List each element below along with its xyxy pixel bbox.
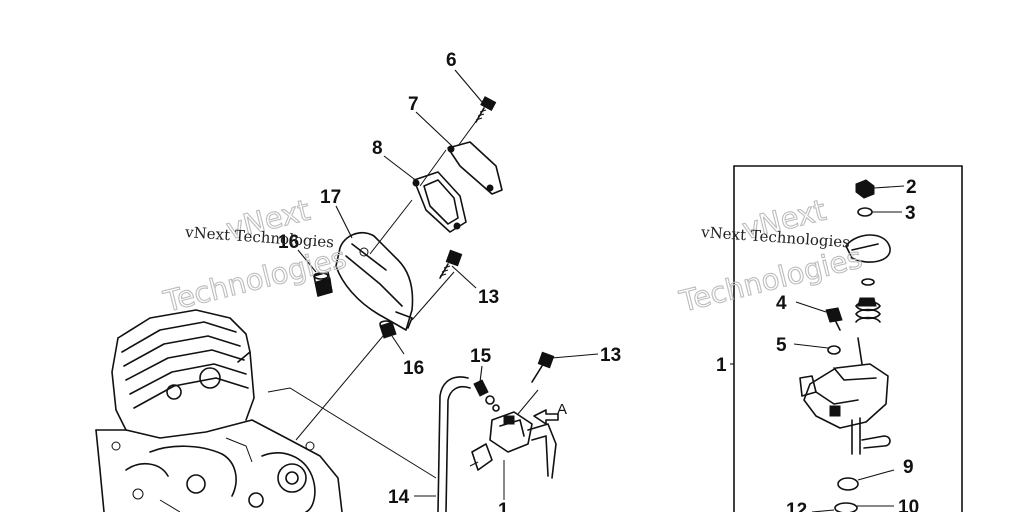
callout-17: 17 <box>320 187 341 208</box>
callout-15: 15 <box>470 346 492 367</box>
gasket-8 <box>412 171 467 233</box>
watermark-right-technologies: Technologies <box>676 240 866 318</box>
callout-16-left: 16 <box>278 232 299 253</box>
watermark-left: vNext Technologies vNext Technologies <box>159 192 350 319</box>
fuel-valve-assembly <box>437 351 559 512</box>
callout-13-lower: 13 <box>600 345 621 366</box>
fuel-cock-detail-box <box>730 165 963 512</box>
callout-7: 7 <box>408 94 419 115</box>
callout-12: 12 <box>786 500 807 512</box>
watermark-right: vNext Technologies vNext Technologies <box>675 192 866 319</box>
callout-10: 10 <box>898 497 919 512</box>
callout-labels: 6 7 8 17 16 13 16 15 13 14 1 A 2 3 4 5 1… <box>278 50 919 512</box>
bolt-6 <box>475 96 497 123</box>
reed-plate-7 <box>447 141 503 195</box>
callout-5: 5 <box>776 335 787 356</box>
callout-13-upper: 13 <box>478 287 499 308</box>
watermark-left-technologies: Technologies <box>160 240 350 318</box>
callout-8: 8 <box>372 138 383 159</box>
bolt-13-upper <box>439 249 463 279</box>
cap-16-right <box>379 320 397 339</box>
callout-leaders <box>297 69 599 497</box>
callout-9: 9 <box>903 457 914 478</box>
callout-1-box: 1 <box>716 355 727 376</box>
callout-2: 2 <box>906 177 917 198</box>
watermark-right-text: vNext Technologies <box>700 223 851 251</box>
callout-16-right: 16 <box>403 358 424 379</box>
assembly-center-lines <box>267 119 478 479</box>
cap-16-left <box>313 271 333 297</box>
callout-3: 3 <box>905 203 916 224</box>
watermark-left-text: vNext Technologies <box>184 223 335 251</box>
callout-14: 14 <box>388 487 410 508</box>
engine-block-drawing <box>95 309 343 512</box>
callout-4: 4 <box>776 293 787 314</box>
callout-1-center: 1 <box>498 500 509 512</box>
callout-6: 6 <box>446 50 457 71</box>
cover-17 <box>335 232 414 331</box>
view-arrow-label: A <box>557 401 567 418</box>
